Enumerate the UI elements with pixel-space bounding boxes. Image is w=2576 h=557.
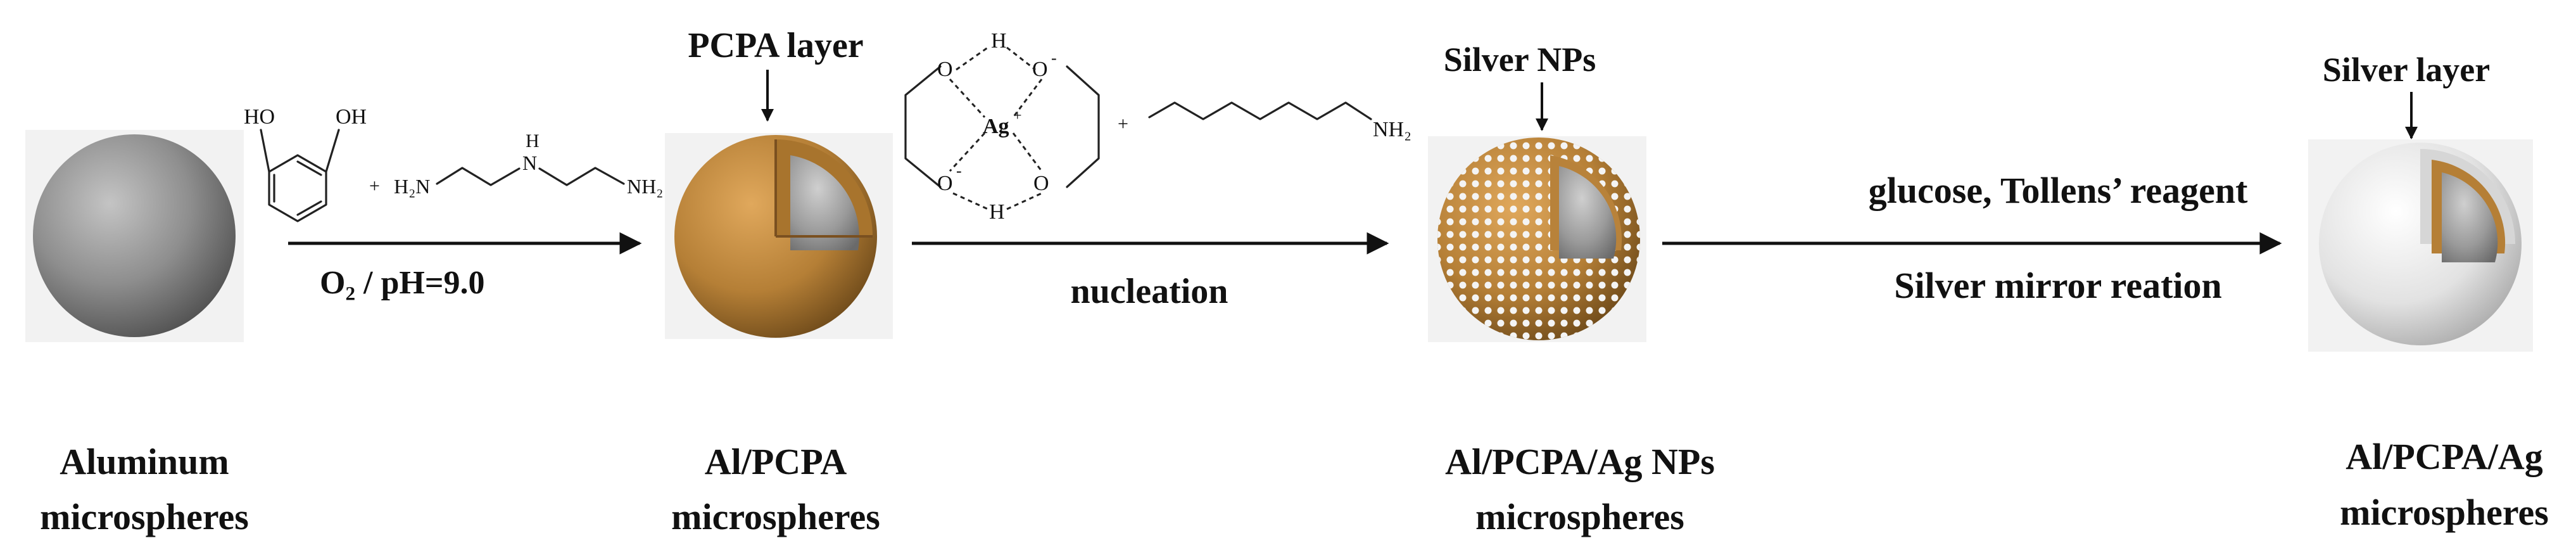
caption-aluminum-line1: Aluminum bbox=[60, 441, 229, 482]
caption-al-pcpa-line1: Al/PCPA bbox=[705, 441, 847, 482]
caption-al-pcpa-ag-line2: microspheres bbox=[2340, 492, 2549, 533]
silver-nps-callout: Silver NPs bbox=[1444, 41, 1596, 79]
complex-o-bl: O bbox=[937, 172, 953, 195]
aluminum-sphere bbox=[25, 130, 244, 342]
caption-al-pcpa-line2: microspheres bbox=[671, 496, 880, 537]
complex-o-tr-charge: - bbox=[1051, 49, 1057, 67]
pcpa-layer-callout: PCPA layer bbox=[688, 26, 863, 65]
catechol-oh-right: OH bbox=[336, 105, 367, 129]
arrow-1-condition: O₂ / pH=9.0 bbox=[320, 265, 484, 301]
caption-aluminum: Aluminum microspheres bbox=[40, 441, 249, 537]
caption-al-pcpa: Al/PCPA microspheres bbox=[671, 441, 880, 537]
caption-al-pcpa-ag-nps-line1: Al/PCPA/Ag NPs bbox=[1445, 441, 1715, 482]
complex-o-br: O bbox=[1033, 172, 1049, 195]
arrow-3-reagent: glucose, Tollens’ reagent bbox=[1869, 170, 2248, 211]
silver-layer-sphere bbox=[2308, 139, 2533, 352]
silver-layer-callout: Silver layer bbox=[2323, 51, 2490, 89]
arrow-2-condition: nucleation bbox=[1071, 272, 1228, 311]
catechol-structure: HO OH bbox=[244, 105, 367, 222]
amine-nh2-right: NH₂ bbox=[627, 175, 663, 198]
amine-nh2-left: H₂N bbox=[394, 175, 430, 198]
caption-aluminum-line2: microspheres bbox=[40, 496, 249, 537]
diethylenetriamine-structure: H₂N N H NH₂ bbox=[394, 131, 663, 198]
plus-sign-1: + bbox=[369, 176, 380, 196]
octylamine-nh2: NH₂ bbox=[1373, 118, 1411, 141]
caption-al-pcpa-ag-nps-line2: microspheres bbox=[1475, 496, 1684, 537]
silver-np-sphere bbox=[1428, 136, 1646, 342]
complex-h-top: H bbox=[991, 29, 1007, 53]
amine-n: N bbox=[522, 151, 537, 174]
silver-complex-structure: O H O - Ag + O - O H bbox=[904, 29, 1100, 224]
complex-ag-charge: + bbox=[1013, 108, 1022, 124]
plus-sign-2: + bbox=[1118, 113, 1128, 134]
pcpa-sphere bbox=[665, 133, 893, 339]
complex-ag: Ag bbox=[983, 115, 1009, 138]
complex-o-bl-charge: - bbox=[956, 162, 962, 180]
complex-o-tl: O bbox=[937, 58, 953, 81]
catechol-oh-left: HO bbox=[244, 105, 275, 129]
octylamine-structure: NH₂ bbox=[1148, 101, 1411, 141]
caption-al-pcpa-ag-nps: Al/PCPA/Ag NPs microspheres bbox=[1445, 441, 1715, 537]
complex-h-bottom: H bbox=[989, 200, 1005, 224]
caption-al-pcpa-ag: Al/PCPA/Ag microspheres bbox=[2340, 436, 2549, 533]
amine-h: H bbox=[526, 131, 540, 151]
arrow-3-condition: Silver mirror reation bbox=[1894, 265, 2222, 306]
caption-al-pcpa-ag-line1: Al/PCPA/Ag bbox=[2346, 436, 2542, 477]
